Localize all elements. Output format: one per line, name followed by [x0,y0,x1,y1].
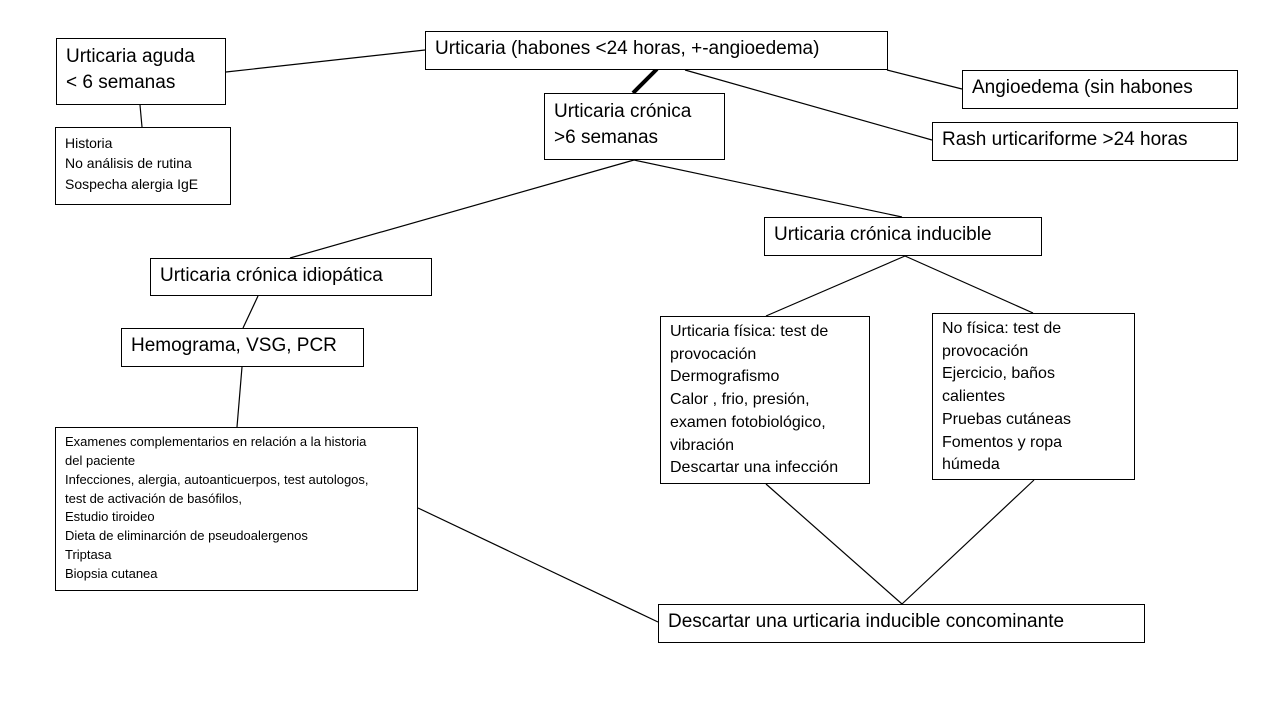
node-examenes-line-6: Dieta de eliminarción de pseudoalergenos [65,528,308,544]
node-examenes-complementarios: Examenes complementarios en relación a l… [55,427,418,591]
node-nofisica-line-7: húmeda [942,456,1000,474]
node-nofisica-line-6: Fomentos y ropa [942,433,1063,451]
node-examenes-line-3: Infecciones, alergia, autoanticuerpos, t… [65,471,369,487]
node-descartar-inducible: Descartar una urticaria inducible concom… [658,604,1145,643]
node-inducible-line: Urticaria crónica inducible [774,224,992,245]
connector-hemograma-examenes [236,366,243,428]
node-cronica-line-2: >6 semanas [554,126,659,148]
node-examenes-line-4: test de activación de basófilos, [65,490,243,506]
node-hemograma: Hemograma, VSG, PCR [121,328,364,367]
node-urticaria-cronica: Urticaria crónica >6 semanas [544,93,725,160]
connector-urticaria-cronica [631,67,659,95]
connector-cronica-idiopatica [289,159,635,259]
node-aguda-line-1: Urticaria aguda [66,46,195,67]
node-aguda-detalle-line-2: No análisis de rutina [65,155,192,172]
connector-idiopatica-hemograma [242,295,259,329]
node-hemograma-line: Hemograma, VSG, PCR [131,335,337,356]
node-nofisica-line-4: calientes [942,388,1006,406]
connector-inducible-fisica [765,255,906,317]
node-aguda-detalle: Historia No análisis de rutina Sospecha … [55,127,231,205]
node-nofisica-line-2: provocación [942,342,1029,360]
node-fisica-line-2: provocación [670,345,757,363]
node-rash-line: Rash urticariforme >24 horas [942,129,1188,150]
node-cronica-inducible: Urticaria crónica inducible [764,217,1042,256]
node-urticaria: Urticaria (habones <24 horas, +-angioede… [425,31,888,70]
connector-inducible-nofisica [904,255,1034,314]
node-cronica-line-1: Urticaria crónica [554,101,692,122]
node-urticaria-aguda: Urticaria aguda < 6 semanas [56,38,226,105]
node-aguda-detalle-line-3: Sospecha alergia IgE [65,175,199,192]
connector-examenes-descartar [417,507,659,623]
connector-nofisica-descartar [901,479,1035,605]
node-examenes-line-7: Triptasa [65,547,112,563]
node-urticaria-line: Urticaria (habones <24 horas, +-angioede… [435,38,820,59]
node-fisica-line-5: examen fotobiológico, [670,413,826,431]
node-descartar-line: Descartar una urticaria inducible concom… [668,611,1065,632]
node-no-fisica: No física: test de provocación Ejercicio… [932,313,1135,480]
connector-cronica-inducible [633,159,903,218]
node-rash: Rash urticariforme >24 horas [932,122,1238,161]
node-angioedema-line: Angioedema (sin habones [972,77,1193,98]
node-examenes-line-2: del paciente [65,452,136,468]
node-examenes-line-5: Estudio tiroideo [65,509,155,525]
node-idiopatica-line: Urticaria crónica idiopática [160,265,383,286]
node-examenes-line-1: Examenes complementarios en relación a l… [65,434,367,449]
connector-urticaria-angioedema [886,69,963,90]
node-fisica-line-3: Dermografismo [670,368,780,386]
connector-urticaria-aguda [225,49,426,73]
node-aguda-detalle-line-1: Historia [65,135,113,151]
node-fisica-line-7: Descartar una infección [670,459,839,477]
connector-aguda-detalle [139,104,143,128]
node-fisica-line-4: Calor , frio, presión, [670,391,810,409]
node-cronica-idiopatica: Urticaria crónica idiopática [150,258,432,296]
node-nofisica-line-5: Pruebas cutáneas [942,410,1071,428]
connector-fisica-descartar [765,483,903,605]
node-angioedema: Angioedema (sin habones [962,70,1238,109]
node-fisica-line-6: vibración [670,436,735,454]
node-nofisica-line-1: No física: test de [942,320,1062,337]
node-fisica-line-1: Urticaria física: test de [670,323,829,340]
node-examenes-line-8: Biopsia cutanea [65,565,158,581]
node-aguda-line-2: < 6 semanas [66,71,176,93]
node-urticaria-fisica: Urticaria física: test de provocación De… [660,316,870,484]
node-nofisica-line-3: Ejercicio, baños [942,365,1055,383]
connector-urticaria-rash [684,69,933,141]
